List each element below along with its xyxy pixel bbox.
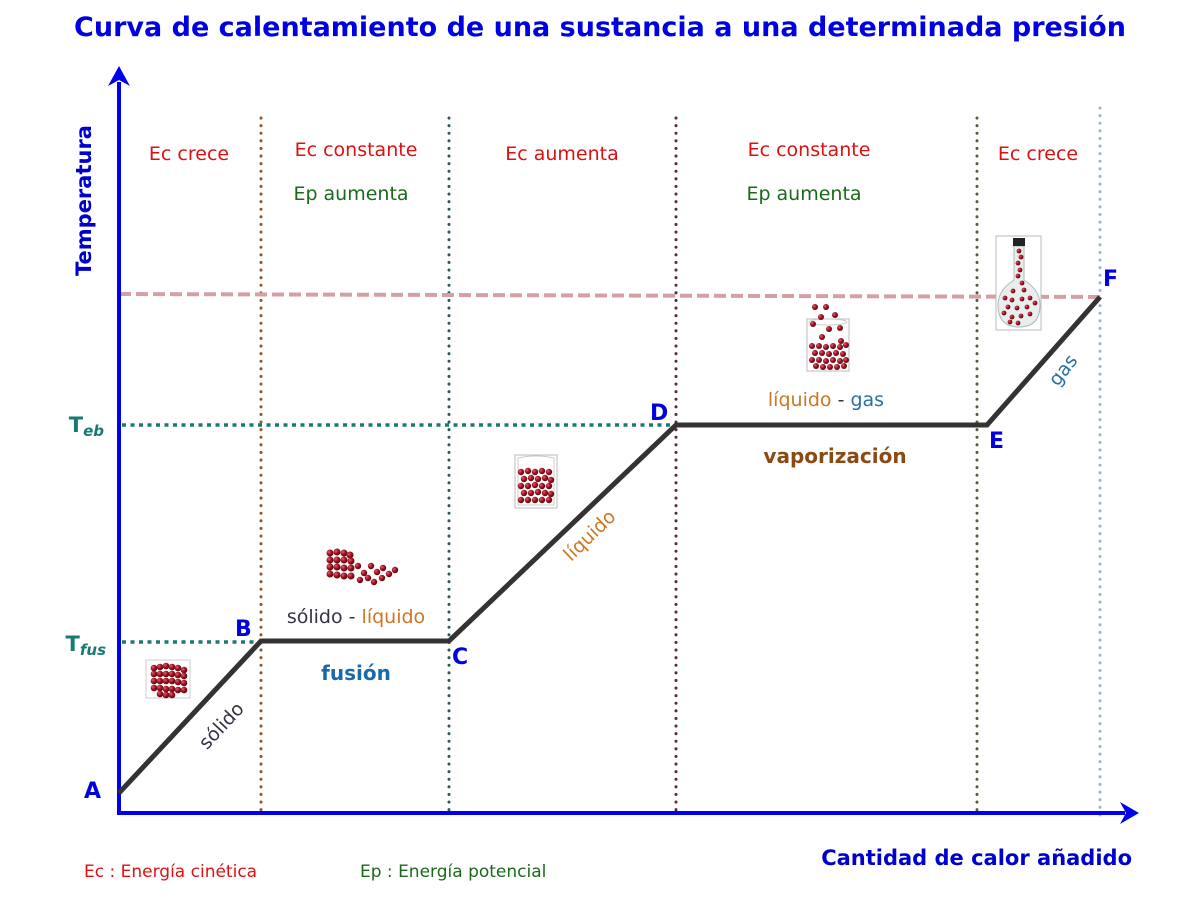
liquid-segment-label: líquido xyxy=(559,506,620,566)
y-axis-label: Temperatura xyxy=(72,125,96,276)
solid-cube-icon xyxy=(145,659,191,699)
boiling-beaker-icon xyxy=(806,304,850,372)
heating-curve xyxy=(117,295,1102,795)
point-e: E xyxy=(989,429,1004,454)
fusion-label: fusión xyxy=(321,661,391,685)
point-a: A xyxy=(84,779,101,804)
region-3-ec: Ec aumenta xyxy=(505,143,619,165)
point-c: C xyxy=(452,645,468,670)
t-fus-label: Tfus xyxy=(66,632,107,659)
legend-ep: Ep : Energía potencial xyxy=(360,862,546,882)
region-dividers xyxy=(259,106,1102,817)
vaporization-label: vaporización xyxy=(763,444,906,468)
point-b: B xyxy=(235,617,252,642)
point-f: F xyxy=(1103,267,1118,292)
melting-particles-icon xyxy=(326,548,399,586)
gas-flask-icon xyxy=(995,235,1042,331)
x-axis-arrow-icon xyxy=(1120,802,1139,824)
fusion-phase-label: sólido - líquido xyxy=(287,606,425,628)
legend-ec: Ec : Energía cinética xyxy=(84,862,257,882)
axes xyxy=(108,66,1139,824)
page-title: Curva de calentamiento de una sustancia … xyxy=(74,12,1126,43)
liquid-beaker-icon xyxy=(514,454,558,509)
point-d: D xyxy=(650,401,668,426)
t-eb-label: Teb xyxy=(69,413,105,440)
region-4-ep: Ep aumenta xyxy=(746,183,861,205)
region-2-ec: Ec constante xyxy=(295,139,418,161)
region-4-ec: Ec constante xyxy=(748,139,871,161)
vapor-phase-label: líquido - gas xyxy=(768,389,884,411)
max-temp-dashed-line xyxy=(118,292,1105,299)
y-axis-arrow-icon xyxy=(108,66,130,86)
x-axis-label: Cantidad de calor añadido xyxy=(821,846,1132,870)
region-1-ec: Ec crece xyxy=(149,143,229,165)
region-5-ec: Ec crece xyxy=(998,143,1078,165)
region-labels: Ec crece Ec constante Ep aumenta Ec aume… xyxy=(149,139,1078,205)
region-2-ep: Ep aumenta xyxy=(293,183,408,205)
